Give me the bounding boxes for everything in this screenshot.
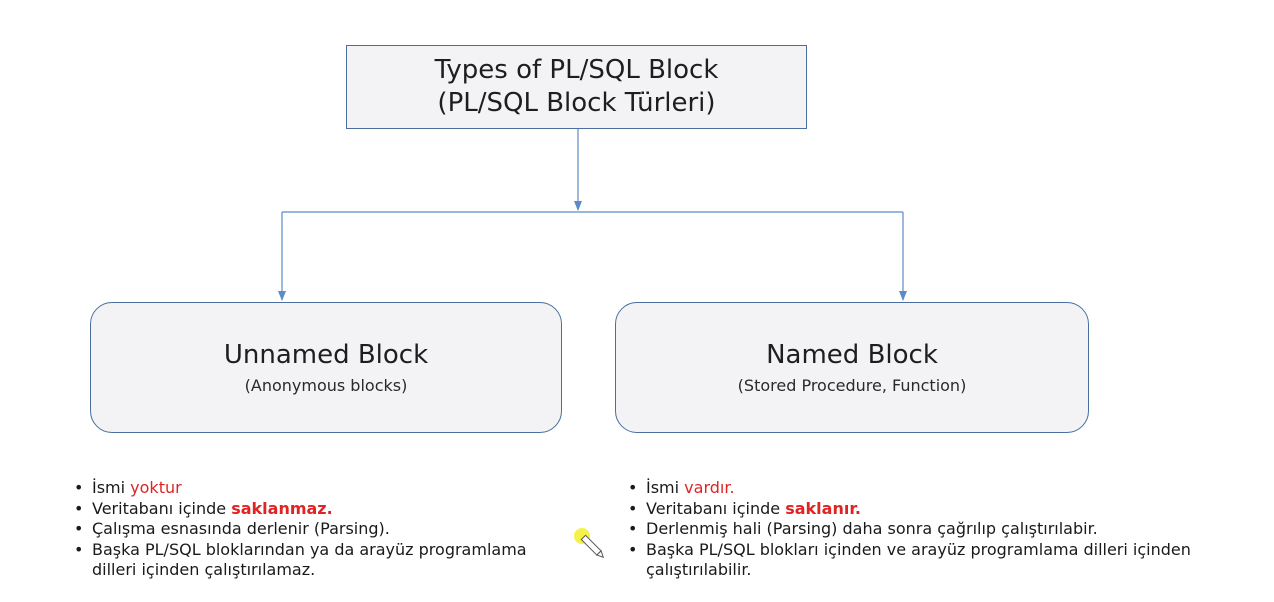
unnamed-block-title: Unnamed Block — [223, 339, 429, 370]
named-block-title: Named Block — [766, 339, 938, 370]
bullet-text: İsmi — [646, 478, 685, 497]
bullet-text: Veritabanı içinde — [92, 498, 232, 518]
bullet-dot: • — [74, 498, 84, 518]
bullet-dot: • — [628, 498, 638, 518]
bullet-item: • Veritabanı içinde saklanır. — [626, 499, 1256, 520]
bullet-text: Başka PL/SQL bloklarından ya da arayüz p… — [92, 539, 527, 580]
bullet-highlight: saklanmaz. — [231, 498, 333, 518]
bullet-dot: • — [628, 539, 638, 559]
bullet-text: Veritabanı içinde — [646, 498, 786, 518]
pen-cursor-icon — [574, 528, 605, 559]
bullet-highlight: vardır. — [684, 478, 735, 497]
bullet-text: Başka PL/SQL blokları içinden ve arayüz … — [646, 539, 1191, 580]
bullet-dot: • — [628, 478, 638, 497]
bullet-text: Çalışma esnasında derlenir (Parsing). — [92, 519, 390, 538]
bullet-dot: • — [74, 539, 84, 559]
bullet-dot: • — [628, 519, 638, 538]
bullet-item: • Çalışma esnasında derlenir (Parsing). — [72, 519, 542, 540]
root-title-line2: (PL/SQL Block Türleri) — [437, 88, 716, 118]
bullet-item: • Derlenmiş hali (Parsing) daha sonra ça… — [626, 519, 1256, 540]
bullet-text: Derlenmiş hali (Parsing) daha sonra çağr… — [646, 519, 1098, 538]
unnamed-block-bullet-list: • İsmi yoktur • Veritabanı içinde saklan… — [72, 478, 542, 581]
root-title-line1: Types of PL/SQL Block — [434, 55, 719, 85]
bullet-item: • Başka PL/SQL bloklarından ya da arayüz… — [72, 540, 542, 581]
unnamed-block-subtitle: (Anonymous blocks) — [244, 375, 408, 395]
bullet-item: • Veritabanı içinde saklanmaz. — [72, 499, 542, 520]
bullet-item: • Başka PL/SQL blokları içinden ve arayü… — [626, 540, 1256, 581]
named-block-node: Named Block (Stored Procedure, Function) — [615, 302, 1089, 433]
named-block-bullet-list: • İsmi vardır. • Veritabanı içinde sakla… — [626, 478, 1256, 581]
named-block-subtitle: (Stored Procedure, Function) — [737, 375, 967, 395]
bullet-item: • İsmi vardır. — [626, 478, 1256, 499]
bullet-highlight: yoktur — [130, 478, 182, 497]
bullet-text: İsmi — [92, 478, 131, 497]
bullet-dot: • — [74, 519, 84, 538]
bullet-item: • İsmi yoktur — [72, 478, 542, 499]
bullet-highlight: saklanır. — [785, 498, 862, 518]
root-node-box: Types of PL/SQL Block (PL/SQL Block Türl… — [346, 45, 807, 129]
bullet-dot: • — [74, 478, 84, 497]
unnamed-block-node: Unnamed Block (Anonymous blocks) — [90, 302, 562, 433]
